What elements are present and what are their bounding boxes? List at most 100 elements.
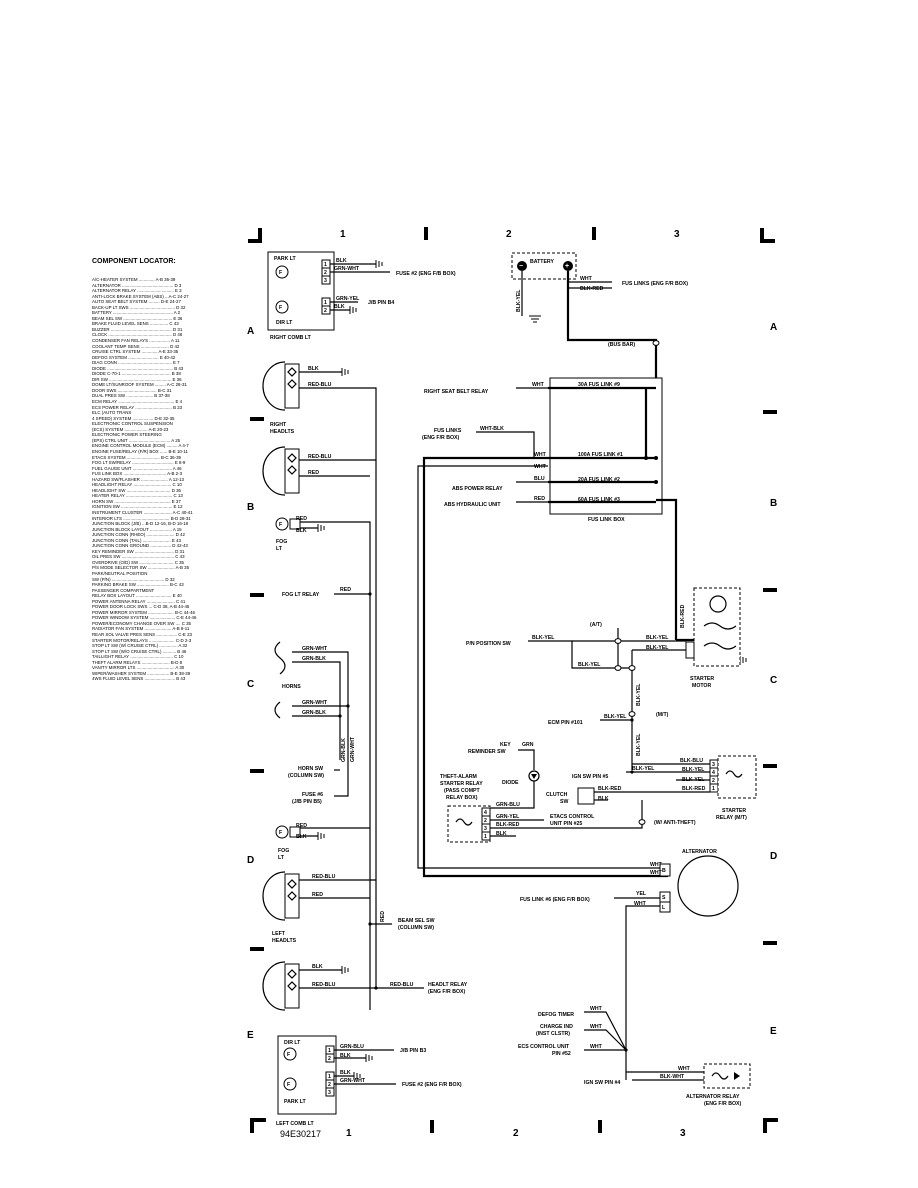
key-reminder-sw-label-1: KEY: [500, 742, 511, 748]
svg-text:BLK-RED: BLK-RED: [680, 604, 686, 628]
svg-text:BLU: BLU: [534, 476, 545, 482]
headlt-relay-label-2: (ENG F/R BOX): [428, 989, 465, 995]
alternator-relay-label-1: ALTERNATOR RELAY: [686, 1094, 740, 1100]
ecs-control-unit-label-1: ECS CONTROL UNIT: [518, 1044, 570, 1050]
svg-text:F: F: [287, 1082, 290, 1088]
svg-text:BLK: BLK: [296, 528, 307, 534]
svg-text:1: 1: [484, 834, 487, 840]
svg-text:BLK-YEL: BLK-YEL: [636, 683, 642, 706]
svg-text:BLK-YEL: BLK-YEL: [682, 767, 705, 773]
locator-entry: INTERIOR LTS ...........................…: [92, 515, 191, 521]
locator-entry: POWER ANTENNA RELAY ....................…: [92, 598, 186, 604]
locator-entry: HEADLIGHT RELAY ........................…: [92, 482, 182, 488]
svg-text:2: 2: [712, 778, 715, 784]
locator-entry: POWER MIRROR SYSTEM ....................…: [92, 609, 195, 615]
locator-entry: DIODE C-70-1 ...........................…: [92, 371, 181, 377]
svg-text:YEL: YEL: [636, 891, 647, 897]
svg-text:B: B: [662, 868, 666, 874]
svg-text:4: 4: [712, 770, 715, 776]
ecm-pin-label: ECM PIN #101: [548, 720, 583, 726]
locator-entry: KEY REMINDER SW ........................…: [92, 548, 185, 554]
component-locator: COMPONENT LOCATOR: A/C-HEATER SYSTEM ...…: [92, 258, 242, 682]
starter-relay-label-1: STARTER: [722, 808, 746, 814]
key-reminder-sw-label-2: REMINDER SW: [468, 749, 506, 755]
locator-entry: AUTO SEAT BELT SYSTEM ......... D-E 24-2…: [92, 299, 181, 305]
fuse-6-label-1: FUSE #6: [302, 792, 323, 798]
image-code: 94E30217: [280, 1129, 321, 1139]
svg-text:RED: RED: [534, 496, 545, 502]
svg-text:2: 2: [324, 270, 327, 276]
svg-text:BLK-YEL: BLK-YEL: [604, 714, 627, 720]
svg-text:BLK: BLK: [598, 796, 609, 802]
locator-entry: JUNCTION CONN (RHEO) ...................…: [92, 532, 185, 538]
row-label-b: B: [247, 502, 254, 513]
svg-text:2: 2: [328, 1056, 331, 1062]
left-headlts-label-2: HEADLTS: [272, 938, 297, 944]
locator-entry: CLOCK ..................................…: [92, 332, 183, 338]
clutch-sw-label-2: SW: [560, 799, 568, 805]
locator-entry: JUNCTION BLOCK LAYOUT ..................…: [92, 526, 182, 532]
svg-text:WHT-BLK: WHT-BLK: [480, 426, 504, 432]
locator-entry: DIR SW .................................…: [92, 376, 182, 382]
locator-entry: ECS POWER RELAY ........................…: [92, 404, 183, 410]
starter-motor-label-2: MOTOR: [692, 683, 711, 689]
svg-text:F: F: [279, 830, 282, 836]
locator-entry: DIAG CONN ..............................…: [92, 360, 180, 366]
svg-text:BLK-RED: BLK-RED: [580, 286, 604, 292]
horn-sw-label-2: (COLUMN SW): [288, 773, 324, 779]
locator-entry: THEFT ALARM RELAYS .....................…: [92, 659, 183, 665]
svg-text:GRN-YEL: GRN-YEL: [496, 814, 520, 820]
ign-sw-pin-4-label: IGN SW PIN #4: [584, 1080, 620, 1086]
svg-text:RED-BLU: RED-BLU: [308, 454, 332, 460]
locator-title: COMPONENT LOCATOR:: [92, 258, 176, 265]
locator-entry: BACK-UP LT SWS .........................…: [92, 304, 186, 310]
col-label-1-bottom: 1: [346, 1128, 352, 1139]
locator-entry: ELC (AUTO TRANS: [92, 410, 132, 416]
svg-text:BLK-WHT: BLK-WHT: [660, 1074, 685, 1080]
defog-timer-label: DEFOG TIMER: [538, 1012, 574, 1018]
right-headlight-upper: BLK RED-BLU RIGHT HEADLTS: [262, 361, 377, 988]
locator-entry: DUAL PRES SW ...................... B 37…: [92, 393, 170, 399]
locator-entry: RELAY BOX LAYOUT .......................…: [92, 593, 182, 599]
locator-entry: 4 SPEED) SYSTEM ................. D-E 32…: [92, 415, 175, 421]
alternator-label: ALTERNATOR: [682, 849, 717, 855]
svg-text:GRN-WHT: GRN-WHT: [302, 700, 328, 706]
row-label-b-right: B: [770, 498, 777, 509]
locator-entry: BEAM SEL SW ............................…: [92, 315, 183, 321]
locator-entry: DEFOG SYSTEM ......................... E…: [92, 354, 176, 360]
locator-list: A/C-HEATER SYSTEM ............. A-B 36-3…: [92, 277, 242, 682]
link-1-label: 100A FUS LINK #1: [578, 452, 623, 458]
headlt-relay-label-1: HEADLT RELAY: [428, 982, 468, 988]
svg-text:WHT: WHT: [650, 862, 663, 868]
svg-text:RED: RED: [380, 911, 386, 922]
theft-alarm-label-1: THEFT-ALARM: [440, 774, 477, 780]
svg-text:BLK-YEL: BLK-YEL: [632, 766, 655, 772]
svg-text:WHT: WHT: [532, 382, 545, 388]
svg-text:RED-BLU: RED-BLU: [312, 874, 336, 880]
svg-text:GRN-YEL: GRN-YEL: [336, 296, 360, 302]
locator-entry: BRAKE FLUID LEVEL SENS ............... C…: [92, 321, 179, 327]
locator-entry: TAILLIGHT RELAY ........................…: [92, 654, 184, 660]
svg-text:RED: RED: [340, 587, 351, 593]
svg-text:WHT: WHT: [534, 452, 547, 458]
locator-entry: P/S MODE SELECTOR SW ...................…: [92, 565, 190, 571]
locator-entry: WIPER/WASHER SYSTEM .................. B…: [92, 670, 191, 676]
locator-entry: INSTRUMENT CLUSTER .....................…: [92, 509, 193, 515]
svg-text:1: 1: [328, 1048, 331, 1054]
starter-motor-label-1: STARTER: [690, 676, 714, 682]
svg-text:WHT: WHT: [678, 1066, 691, 1072]
locator-entry: ELECTRONIC POWER STEERING: [92, 432, 162, 438]
grid-labels: 1 2 3 1 2 3 A B C D E A B C D E 94E30217: [247, 229, 777, 1139]
fus-links-top-label: FUS LINKS (ENG F/R BOX): [622, 281, 688, 287]
frame-marks: [248, 227, 778, 1133]
theft-alarm-label-3: (PASS COMPT: [444, 788, 480, 794]
col-label-2-bottom: 2: [513, 1128, 519, 1139]
right-comb-lt: PARK LT F DIR LT F 1 2 3 1 2 RIGHT COMB …: [267, 251, 335, 341]
svg-text:WHT: WHT: [590, 1024, 603, 1030]
locator-entry: SW (P/N) ...............................…: [92, 576, 175, 582]
svg-text:L: L: [662, 905, 666, 911]
svg-text:WHT: WHT: [534, 464, 547, 470]
locator-entry: ELECTRONIC CONTROL SUSPENSION: [92, 421, 173, 427]
locator-entry: VANITY MIRROR LTS ......................…: [92, 665, 185, 671]
